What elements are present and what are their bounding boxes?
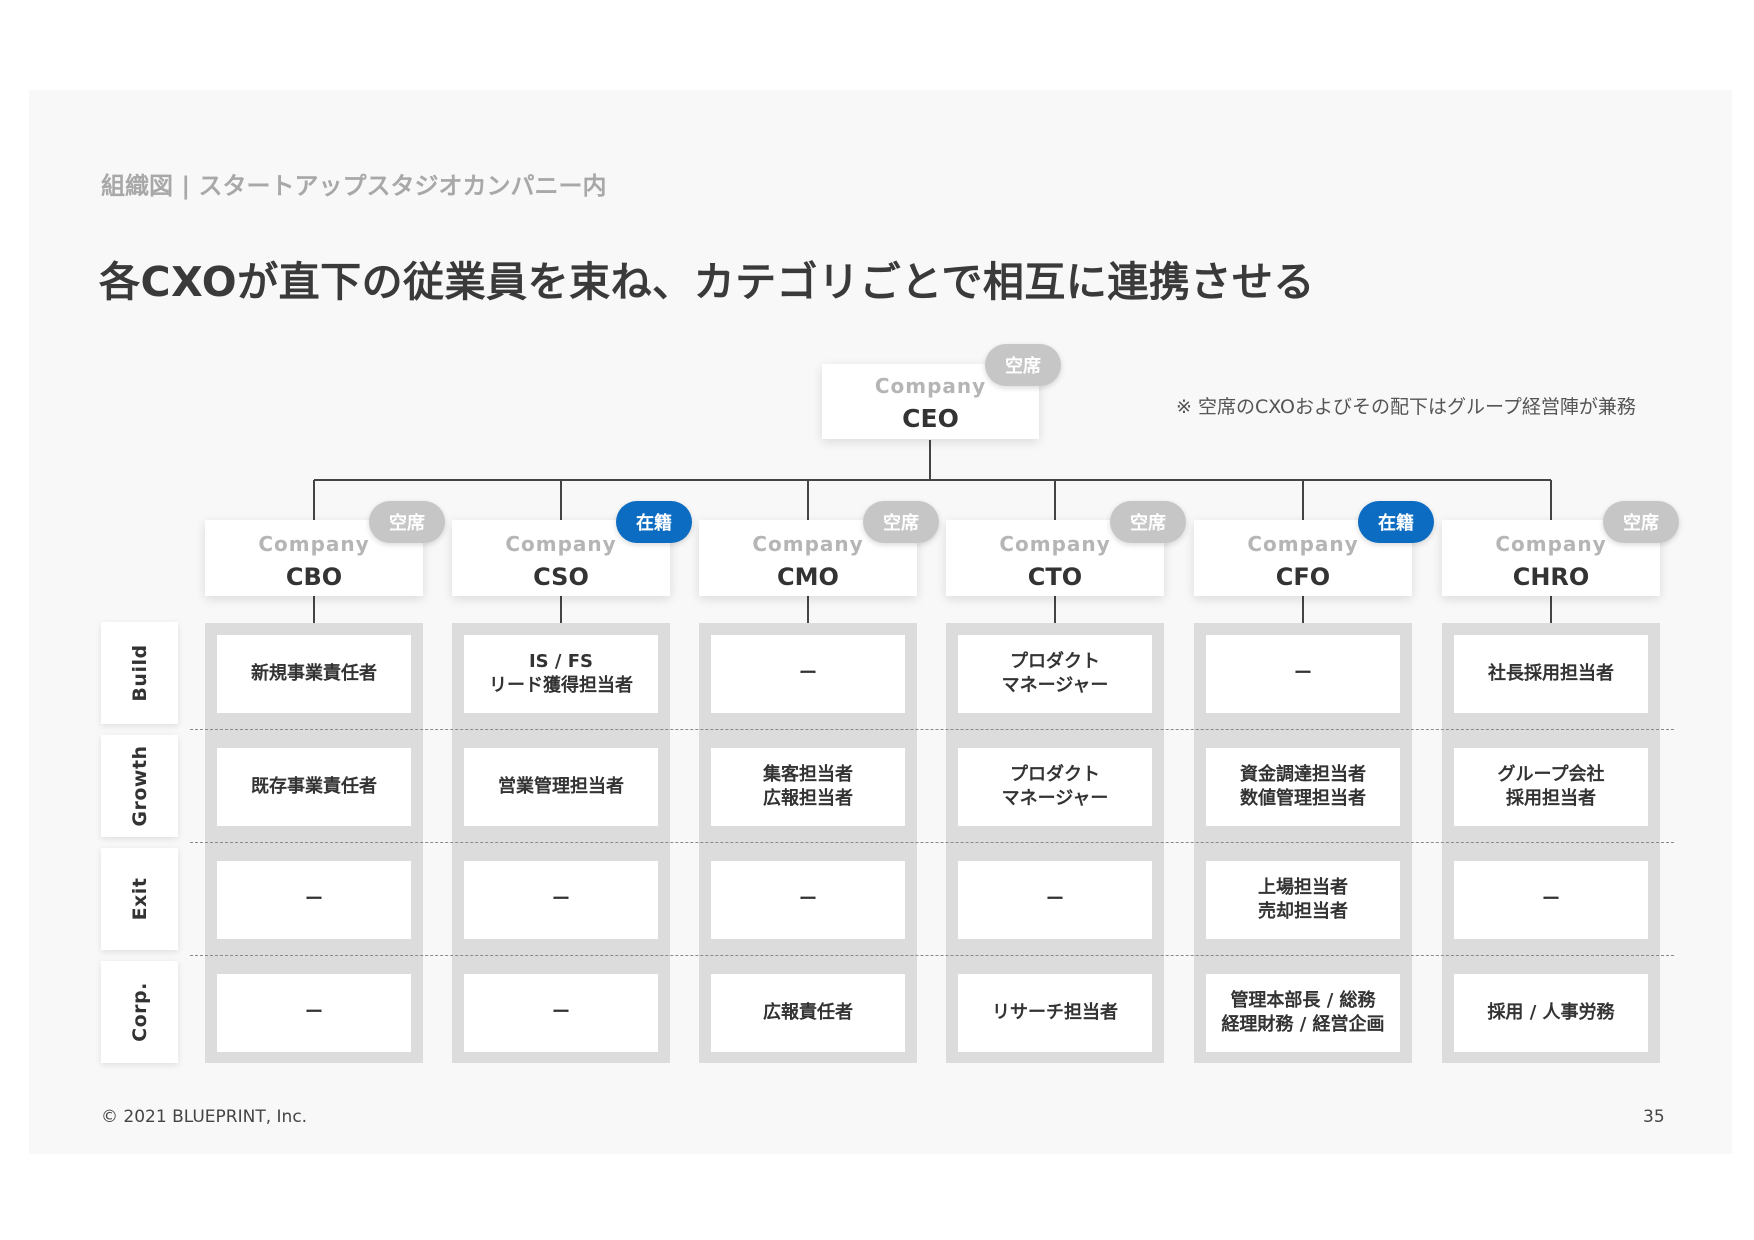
grid-cell: ー (958, 861, 1152, 939)
category-label-text: Growth (128, 745, 151, 827)
grid-cell: 営業管理担当者 (464, 748, 658, 826)
category-label-text: Build (128, 644, 151, 702)
cfo-column: ー 資金調達担当者 数値管理担当者 上場担当者 売却担当者 管理本部長 / 総務… (1194, 623, 1412, 1063)
grid-cell: IS / FS リード獲得担当者 (464, 635, 658, 713)
grid-cell: ー (1206, 635, 1400, 713)
grid-cell: 上場担当者 売却担当者 (1206, 861, 1400, 939)
chro-company-label: Company (1495, 532, 1607, 556)
cbo-card: Company CBO (205, 520, 423, 596)
category-label-growth: Growth (101, 735, 178, 837)
cso-status-badge: 在籍 (616, 501, 692, 543)
grid-cell: 社長採用担当者 (1454, 635, 1648, 713)
cbo-status-badge: 空席 (369, 501, 445, 543)
cbo-title: CBO (285, 563, 343, 591)
cto-title: CTO (1027, 563, 1083, 591)
cbo-company-label: Company (258, 532, 370, 556)
cbo-column: 新規事業責任者 既存事業責任者 ー ー (205, 623, 423, 1063)
grid-cell: ー (464, 974, 658, 1052)
cso-column: IS / FS リード獲得担当者 営業管理担当者 ー ー (452, 623, 670, 1063)
chro-status-badge: 空席 (1603, 501, 1679, 543)
category-divider (190, 842, 1674, 843)
grid-cell: 既存事業責任者 (217, 748, 411, 826)
category-label-corp: Corp. (101, 961, 178, 1063)
cfo-company-label: Company (1247, 532, 1359, 556)
grid-cell: グループ会社 採用担当者 (1454, 748, 1648, 826)
cto-company-label: Company (999, 532, 1111, 556)
grid-cell: 新規事業責任者 (217, 635, 411, 713)
category-label-text: Corp. (128, 982, 151, 1042)
grid-cell: 採用 / 人事労務 (1454, 974, 1648, 1052)
footer-copyright: © 2021 BLUEPRINT, Inc. (101, 1107, 308, 1127)
ceo-card: Company CEO (822, 364, 1039, 439)
grid-cell: リサーチ担当者 (958, 974, 1152, 1052)
grid-cell: ー (217, 974, 411, 1052)
grid-cell: 管理本部長 / 総務 経理財務 / 経営企画 (1206, 974, 1400, 1052)
page-title: 各CXOが直下の従業員を束ね、カテゴリごとで相互に連携させる (99, 258, 1315, 306)
ceo-title: CEO (902, 404, 959, 433)
grid-cell: 資金調達担当者 数値管理担当者 (1206, 748, 1400, 826)
cmo-title: CMO (777, 563, 839, 591)
cso-title: CSO (533, 563, 589, 591)
grid-cell: プロダクト マネージャー (958, 748, 1152, 826)
vacancy-note: ※ 空席のCXOおよびその配下はグループ経営陣が兼務 (1176, 396, 1636, 418)
cto-card: Company CTO (946, 520, 1164, 596)
category-label-text: Exit (128, 877, 151, 921)
grid-cell: 集客担当者 広報担当者 (711, 748, 905, 826)
category-divider (190, 955, 1674, 956)
cfo-status-badge: 在籍 (1358, 501, 1434, 543)
ceo-company-label: Company (874, 374, 987, 398)
cto-status-badge: 空席 (1110, 501, 1186, 543)
cfo-title: CFO (1275, 563, 1331, 591)
category-label-exit: Exit (101, 848, 178, 950)
cmo-company-label: Company (752, 532, 864, 556)
breadcrumb: 組織図 | スタートアップスタジオカンパニー内 (101, 172, 607, 200)
chro-column: 社長採用担当者 グループ会社 採用担当者 ー 採用 / 人事労務 (1442, 623, 1660, 1063)
grid-cell: ー (711, 635, 905, 713)
cso-company-label: Company (505, 532, 617, 556)
grid-cell: ー (464, 861, 658, 939)
page-number: 35 (1643, 1107, 1665, 1127)
grid-cell: プロダクト マネージャー (958, 635, 1152, 713)
grid-cell: ー (711, 861, 905, 939)
cto-column: プロダクト マネージャー プロダクト マネージャー ー リサーチ担当者 (946, 623, 1164, 1063)
grid-cell: ー (1454, 861, 1648, 939)
chro-title: CHRO (1512, 563, 1590, 591)
cmo-status-badge: 空席 (863, 501, 939, 543)
grid-cell: ー (217, 861, 411, 939)
ceo-status-badge: 空席 (985, 344, 1061, 386)
category-divider (190, 729, 1674, 730)
grid-cell: 広報責任者 (711, 974, 905, 1052)
category-label-build: Build (101, 622, 178, 724)
cmo-column: ー 集客担当者 広報担当者 ー 広報責任者 (699, 623, 917, 1063)
